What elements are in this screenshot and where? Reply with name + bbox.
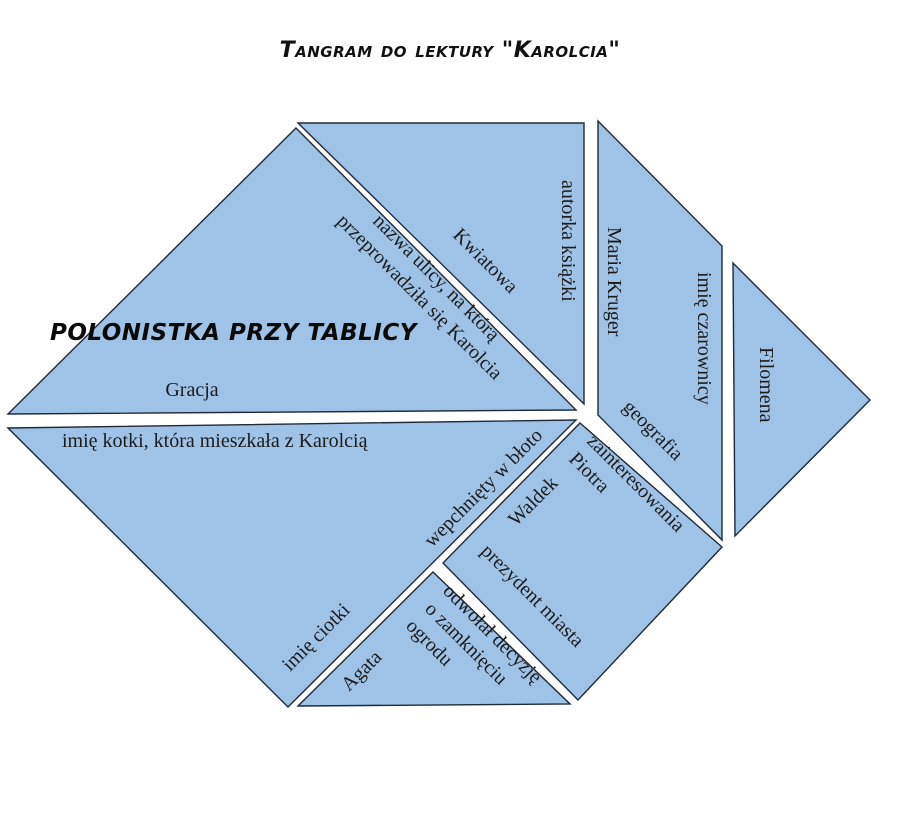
small-triangle-shape: [296, 571, 572, 707]
square-shape: [442, 422, 724, 702]
label-witch-question: imię czarownicy: [693, 272, 715, 405]
piece-right-triangle[interactable]: Filomena: [732, 261, 871, 538]
large-triangle-top-shape: [6, 127, 578, 415]
piece-large-triangle-top[interactable]: Gracja nazwa ulicy, na którą przeprowadz…: [6, 127, 578, 415]
top-triangle-shape: [296, 122, 585, 406]
page-title: Tangram do lektury "Karolcia": [279, 38, 621, 63]
piece-parallelogram[interactable]: Maria Kruger imię czarownicy geografia: [597, 119, 723, 542]
overlay-caption: POLONISTKA PRZY TABLICY: [50, 320, 419, 346]
label-gracja: Gracja: [165, 379, 218, 401]
label-filomena: Filomena: [755, 347, 777, 423]
label-author-question: autorka książki: [557, 180, 579, 302]
label-cat-question: imię kotki, która mieszkała z Karolcią: [62, 430, 369, 452]
parallelogram-shape: [597, 119, 723, 542]
label-maria-kruger: Maria Kruger: [603, 227, 625, 337]
large-triangle-bottom-shape: [6, 419, 578, 708]
piece-top-triangle[interactable]: Kwiatowa autorka książki: [296, 122, 585, 406]
right-triangle-shape: [732, 261, 871, 538]
